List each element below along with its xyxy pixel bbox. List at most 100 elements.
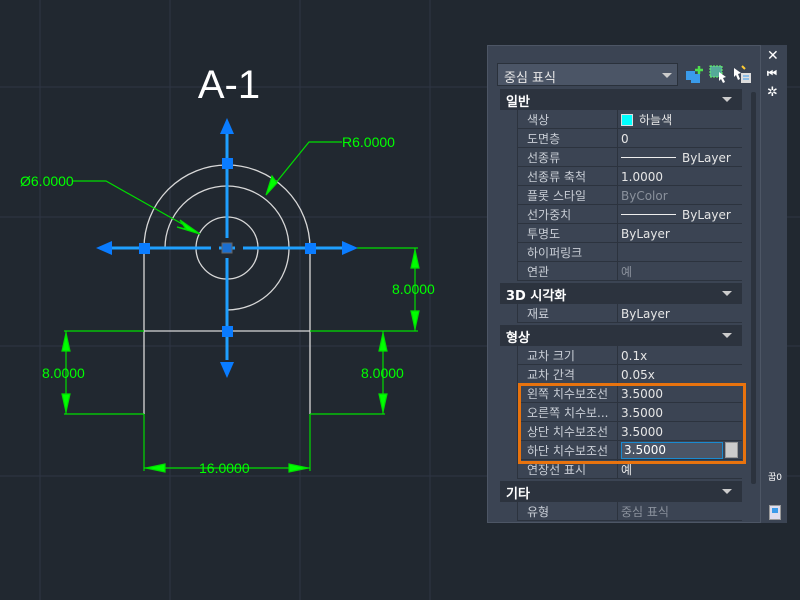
select-objects-icon[interactable] — [708, 64, 728, 84]
property-value-cell[interactable]: ByLayer — [618, 304, 742, 322]
property-label: 색상 — [518, 110, 618, 128]
property-value: ByLayer — [621, 226, 670, 241]
property-value-cell[interactable]: 0 — [618, 129, 742, 147]
property-row[interactable]: 오른쪽 치수보...3.5000 — [517, 403, 742, 422]
line-preview — [621, 214, 676, 215]
property-label: 상단 치수보조선 — [518, 422, 618, 440]
property-value-cell[interactable]: ByLayer — [618, 205, 742, 223]
property-label: 하단 치수보조선 — [518, 441, 618, 459]
property-value-cell[interactable]: ByLayer — [618, 224, 742, 242]
property-label: 연관 — [518, 262, 618, 280]
property-value-cell[interactable]: 예 — [618, 460, 742, 478]
property-value-cell[interactable]: ByLayer — [618, 148, 742, 166]
section-title: 3D 시각화 — [506, 289, 567, 304]
diameter-dim: Ø6.0000 — [20, 173, 74, 189]
property-value-cell[interactable]: 0.1x — [618, 346, 742, 364]
close-icon[interactable]: ✕ — [767, 48, 779, 64]
property-label: 선종류 축척 — [518, 167, 618, 185]
section-header[interactable]: 기타 — [500, 481, 742, 502]
property-value-cell[interactable]: ByColor — [618, 186, 742, 204]
property-value-cell[interactable]: 1.0000 — [618, 167, 742, 185]
section-header[interactable]: 일반 — [500, 89, 742, 110]
property-row[interactable]: 색상 하늘색 — [517, 110, 742, 129]
property-value-cell[interactable]: 3.5000 — [618, 384, 742, 402]
chevron-down-icon[interactable] — [722, 333, 732, 338]
color-swatch — [621, 113, 633, 126]
property-value: 0.1x — [621, 348, 648, 363]
property-value: 0 — [621, 131, 629, 146]
scrollbar[interactable] — [751, 92, 756, 484]
property-value-cell[interactable]: 예 — [618, 262, 742, 280]
grip-arrows — [96, 118, 358, 378]
selection-dropdown[interactable]: 중심 표식 — [497, 63, 678, 86]
chevron-down-icon[interactable] — [722, 97, 732, 102]
property-value: 0.05x — [621, 367, 655, 382]
property-row[interactable]: 하이퍼링크 — [517, 243, 742, 262]
palette-icon[interactable] — [769, 505, 781, 520]
property-value-cell[interactable]: 3.5000 — [618, 422, 742, 440]
property-value-cell[interactable]: 3.5000 — [618, 441, 742, 459]
property-value-cell[interactable]: 중심 표식 — [618, 502, 742, 520]
property-value: ByLayer — [682, 150, 731, 165]
property-value: 예 — [621, 265, 633, 279]
property-label: 왼쪽 치수보조선 — [518, 384, 618, 402]
drawing-title: A-1 — [198, 63, 260, 107]
left-dim: 8.0000 — [42, 365, 85, 381]
property-label: 재료 — [518, 304, 618, 322]
radius-dim: R6.0000 — [342, 134, 395, 150]
toggle-pickadd-icon[interactable] — [684, 64, 704, 84]
property-value: 3.5000 — [621, 424, 663, 439]
property-label: 오른쪽 치수보... — [518, 403, 618, 421]
property-value-cell[interactable] — [618, 243, 742, 261]
right-upper-dim: 8.0000 — [392, 281, 435, 297]
settings-icon[interactable]: ✲ — [767, 85, 778, 100]
property-label: 교차 크기 — [518, 346, 618, 364]
property-label: 플롯 스타일 — [518, 186, 618, 204]
bottom-dim: 16.0000 — [199, 460, 250, 476]
property-value: ByColor — [621, 188, 668, 203]
right-lower-dim: 8.0000 — [361, 365, 404, 381]
property-value: 3.5000 — [621, 386, 663, 401]
property-value-cell[interactable]: 3.5000 — [618, 403, 742, 421]
section-header[interactable]: 3D 시각화 — [500, 283, 742, 304]
quick-select-icon[interactable] — [732, 64, 752, 84]
property-value: ByLayer — [682, 207, 731, 222]
highlight-box — [518, 383, 746, 464]
property-value-cell[interactable]: 0.05x — [618, 365, 742, 383]
calculator-icon[interactable] — [725, 442, 738, 458]
auto-hide-icon[interactable]: ⏮ — [767, 67, 777, 80]
property-value: 1.0000 — [621, 169, 663, 184]
property-label: 하이퍼링크 — [518, 243, 618, 261]
property-value: 중심 표식 — [621, 505, 669, 519]
chevron-down-icon[interactable] — [722, 291, 732, 296]
section-header[interactable]: 형상 — [500, 325, 742, 346]
property-value-input[interactable]: 3.5000 — [621, 442, 723, 459]
property-label: 연장선 표시 — [518, 460, 618, 478]
property-value: 하늘색 — [639, 113, 673, 127]
property-label: 투명도 — [518, 224, 618, 242]
property-value-cell[interactable]: 하늘색 — [618, 110, 742, 128]
palette-title-label: 꿉0 — [768, 473, 783, 483]
property-value: ByLayer — [621, 306, 670, 321]
chevron-down-icon[interactable] — [722, 489, 732, 494]
center-mark[interactable] — [96, 118, 358, 378]
